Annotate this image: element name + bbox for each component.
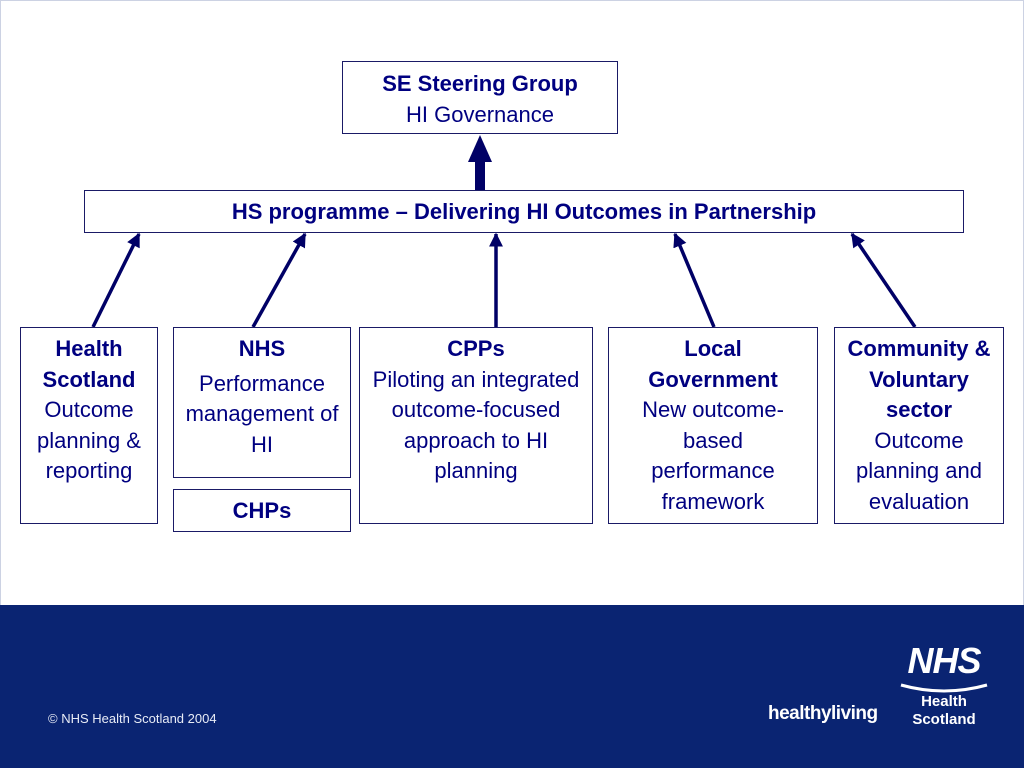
programme-box: HS programme – Delivering HI Outcomes in… bbox=[84, 190, 964, 233]
arrow-nhs bbox=[251, 232, 307, 328]
governance-arrow-head bbox=[468, 135, 492, 162]
partner-desc: Outcome planning and evaluation bbox=[855, 427, 982, 514]
partner-title: NHS bbox=[238, 336, 286, 361]
steering-group-title: SE Steering Group bbox=[382, 71, 578, 96]
copyright-text: © NHS Health Scotland 2004 bbox=[48, 711, 217, 726]
partner-box-health-scotland: Health Scotland Outcome planning & repor… bbox=[20, 327, 158, 524]
nhs-logo-mark: NHS bbox=[907, 640, 981, 681]
governance-arrow-shaft bbox=[475, 160, 485, 191]
footer-band: © NHS Health Scotland 2004 healthyliving… bbox=[0, 605, 1024, 768]
partner-box-nhs: NHS Performance management of HI bbox=[173, 327, 351, 478]
steering-group-box: SE Steering Group HI Governance bbox=[342, 61, 618, 134]
steering-group-subtitle: HI Governance bbox=[406, 101, 554, 127]
arrow-community-voluntary bbox=[850, 232, 917, 328]
partner-box-cpps: CPPs Piloting an integrated outcome-focu… bbox=[359, 327, 593, 524]
partner-desc: Outcome planning & reporting bbox=[37, 397, 141, 483]
partner-box-local-government: Local Government New outcome-based perfo… bbox=[608, 327, 818, 524]
logo-line-scotland: Scotland bbox=[912, 711, 976, 728]
chps-label: CHPs bbox=[232, 498, 292, 523]
swoosh-icon bbox=[900, 683, 988, 693]
logo-line-health: Health bbox=[921, 693, 967, 710]
partner-desc: New outcome-based performance framework bbox=[642, 397, 784, 514]
partner-box-community-voluntary: Community & Voluntary sector Outcome pla… bbox=[834, 327, 1004, 524]
partner-title: Community & Voluntary sector bbox=[847, 336, 991, 422]
partner-title: Local Government bbox=[648, 336, 778, 392]
arrow-local-government bbox=[673, 232, 716, 328]
chps-box: CHPs bbox=[173, 489, 351, 532]
nhs-health-scotland-logo: NHS Health Scotland bbox=[894, 641, 994, 741]
programme-title: HS programme – Delivering HI Outcomes in… bbox=[231, 199, 817, 224]
arrow-health-scotland bbox=[91, 232, 141, 328]
partner-title: CPPs bbox=[447, 336, 505, 361]
partner-desc: Performance management of HI bbox=[185, 370, 339, 457]
healthyliving-logo: healthyliving bbox=[768, 703, 878, 724]
partner-desc: Piloting an integrated outcome-focused a… bbox=[372, 366, 580, 484]
partner-title: Health Scotland bbox=[42, 336, 136, 392]
